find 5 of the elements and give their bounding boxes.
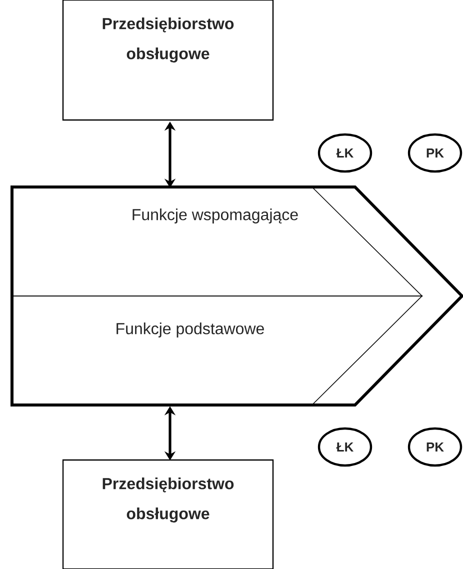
company-box: Przedsiębiorstwo obsługowe [62,459,274,569]
function-band: Funkcje podstawowe [12,296,423,406]
company-box: Przedsiębiorstwo obsługowe [62,0,274,121]
pentagon-frame [10,186,463,406]
function-band: Funkcje wspomagające [12,186,423,296]
